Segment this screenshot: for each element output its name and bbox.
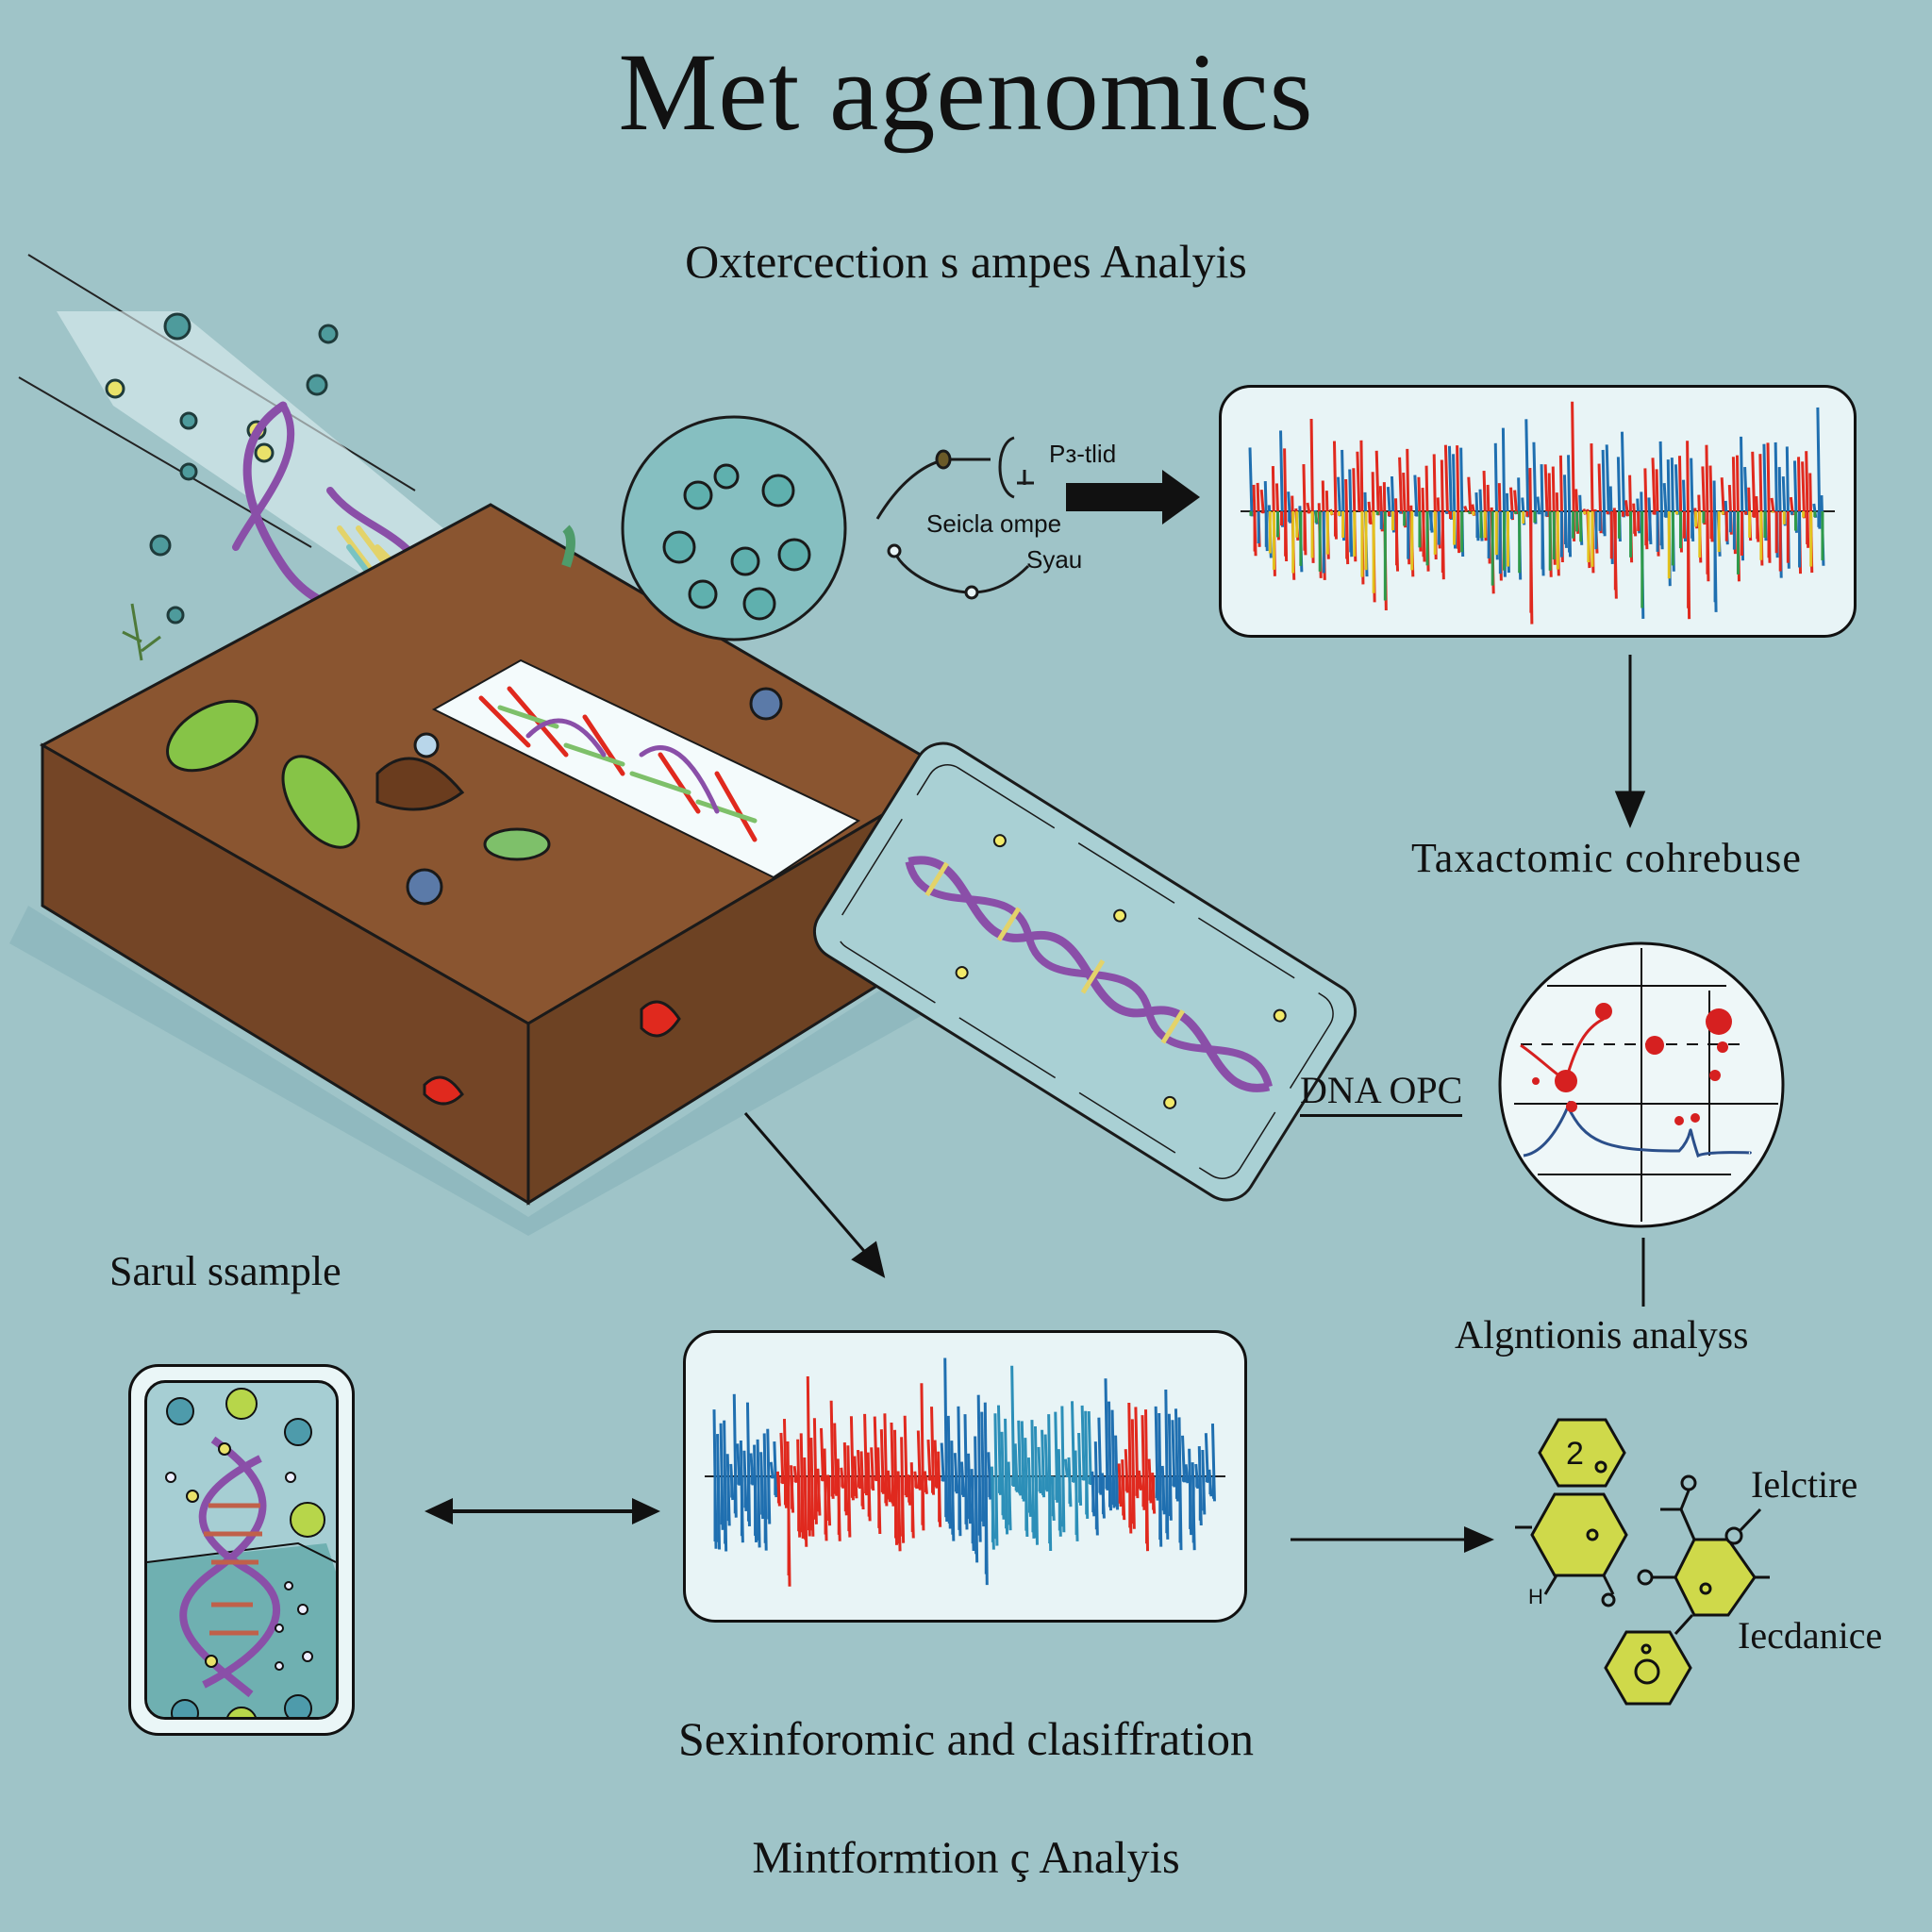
waveform-spike <box>1524 419 1530 518</box>
waveform-spike <box>1513 490 1519 515</box>
molecule-label-top: Ielctire <box>1751 1463 1858 1506</box>
sequence-strip <box>431 658 861 879</box>
waveform-spike <box>1181 1435 1187 1483</box>
waveform-spike <box>1010 1365 1016 1488</box>
syan-label: Syau <box>1026 545 1083 574</box>
waveform-spike <box>1398 457 1404 514</box>
floating-cells <box>105 312 339 625</box>
waveform-spike <box>1720 477 1725 515</box>
waveform-spike <box>1801 461 1807 519</box>
dna-opc-label: DNA OPC <box>1300 1068 1463 1117</box>
microbe-icon <box>413 732 440 758</box>
red-organism-icon <box>423 1075 464 1106</box>
waveform-spike <box>1443 444 1449 514</box>
waveform-spike <box>1532 441 1538 525</box>
arrow-right-thick-icon <box>1066 470 1200 525</box>
plant-icon <box>122 603 161 661</box>
information-analysis-label: Mintformtion ç Analyis <box>752 1833 1180 1883</box>
alignment-analysis-label: Algntionis analyss <box>1455 1314 1749 1357</box>
plasmid-label: Pз-tlid <box>1049 440 1117 468</box>
vial-dna-icon <box>147 1388 336 1717</box>
microscope-view-icon <box>621 415 847 641</box>
soil-mound <box>375 757 465 811</box>
waveform-spike <box>940 1442 945 1482</box>
waveform-spike <box>1204 1433 1209 1483</box>
waveform-spike <box>1087 1410 1092 1486</box>
soil-sample-label: Sarul ssample <box>109 1248 341 1294</box>
arrow-bidirectional-icon <box>425 1498 660 1524</box>
waveform-chart-bottom <box>705 1357 1225 1587</box>
sequencing-waveform-panel-top <box>1219 385 1857 638</box>
microbe-blue-icon <box>749 687 783 721</box>
molecule-structure-icon <box>1515 1418 1770 1706</box>
waveform-spike <box>1070 1401 1075 1483</box>
waveform-spike <box>1743 467 1749 516</box>
waveform-spike <box>1605 444 1610 515</box>
waveform-spike <box>1447 445 1453 520</box>
waveform-spike <box>1063 1458 1069 1478</box>
waveform-spike <box>1770 497 1775 513</box>
sample-vial-panel <box>128 1364 355 1736</box>
select-sample-label: Seicla ompe <box>926 509 1062 538</box>
waveform-spike <box>1374 450 1380 516</box>
waveform-spike <box>1651 458 1657 515</box>
waveform-spike <box>1337 476 1342 517</box>
waveform-spike <box>926 1440 932 1481</box>
waveform-spike <box>1356 451 1361 512</box>
bacterium-icon <box>281 755 360 849</box>
waveform-spike <box>1171 1420 1176 1488</box>
page-subtitle: Oxtercection s ampes Analyis <box>685 235 1247 288</box>
waveform-spike <box>1467 476 1473 515</box>
waveform-spike <box>873 1416 878 1482</box>
molecule-label-bottom: Iecdanice <box>1738 1614 1883 1657</box>
microbe-blue-icon <box>406 868 443 906</box>
dna-slide <box>812 741 1357 1202</box>
microbes <box>122 525 783 1106</box>
waveform-spike <box>1248 447 1254 517</box>
taxonomic-label: Taxactomic cohrebuse <box>1411 835 1802 881</box>
waveform-spike <box>1279 430 1285 527</box>
page-title: Met agenomics <box>618 30 1314 154</box>
waveform-spike <box>1816 407 1822 529</box>
alignment-plot-icon <box>1498 941 1785 1307</box>
arrow-diagonal-icon <box>743 1112 886 1278</box>
waveform-spike <box>819 1427 824 1482</box>
arrow-down-icon <box>1614 655 1646 828</box>
red-organism-icon <box>640 1000 681 1038</box>
bacterium-icon <box>483 827 551 861</box>
hex-label: 2 <box>1566 1436 1584 1472</box>
waveform-spike <box>769 1461 774 1479</box>
sprout-icon <box>561 525 575 568</box>
waveform-spike <box>1080 1405 1086 1481</box>
waveform-spike <box>1104 1378 1109 1491</box>
bacterium-icon <box>166 699 258 773</box>
sample-vial-inner <box>144 1380 339 1720</box>
waveform-spike <box>1543 464 1549 518</box>
waveform-spike <box>779 1432 785 1485</box>
soil-shadow <box>9 906 1000 1236</box>
plasmid-diagram <box>875 436 1034 600</box>
waveform-spike <box>1751 451 1757 518</box>
sequencing-classification-label: Sexinforomic and clasiffration <box>677 1712 1254 1765</box>
waveform-spike <box>1620 431 1625 518</box>
waveform-spike <box>1463 506 1469 512</box>
hydrogen-label: H <box>1528 1585 1543 1608</box>
waveform-spike <box>1259 489 1265 514</box>
waveform-chart-top <box>1241 401 1835 625</box>
waveform-spike <box>1674 464 1679 515</box>
sequencing-waveform-panel-bottom <box>683 1330 1247 1623</box>
arrow-right-icon <box>1291 1526 1494 1553</box>
waveform-spike <box>1413 475 1419 517</box>
